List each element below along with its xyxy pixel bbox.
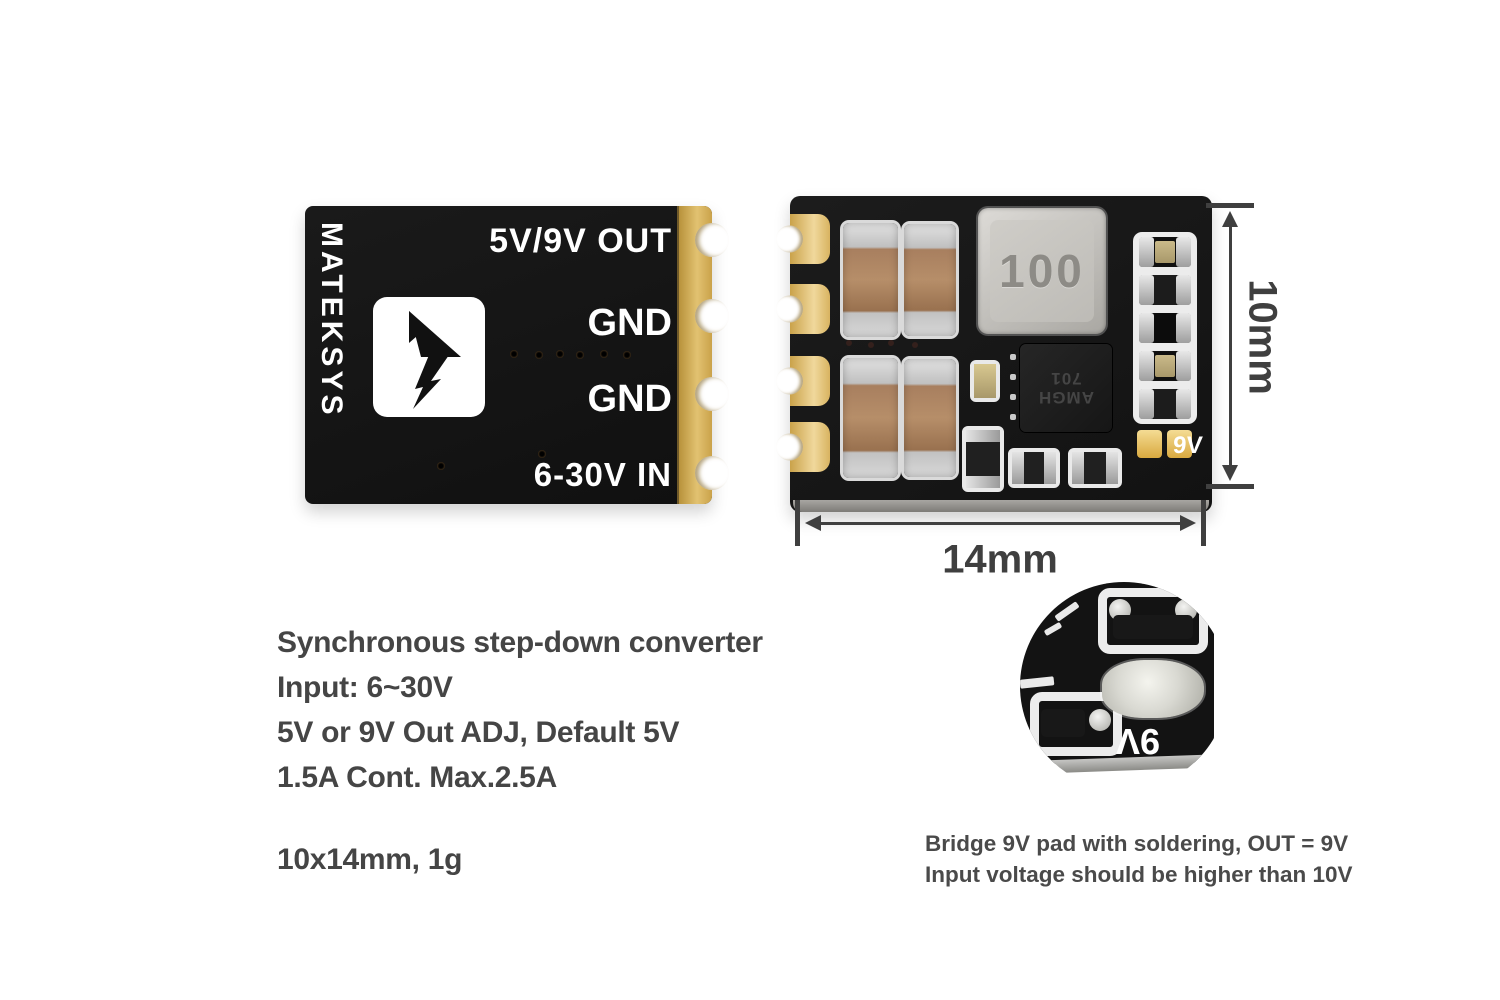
smd-component bbox=[1008, 448, 1060, 488]
smd-component bbox=[1139, 313, 1191, 343]
spec-block: Synchronous step-down converter Input: 6… bbox=[277, 620, 763, 882]
spec-line-input: Input: 6~30V bbox=[277, 671, 453, 704]
dim-arrow-line bbox=[812, 522, 1189, 525]
caption-line-1: Bridge 9V pad with soldering, OUT = 9V bbox=[925, 831, 1349, 856]
via-dot bbox=[623, 351, 631, 359]
solder-blob bbox=[1089, 709, 1111, 731]
pcb-front-view: 100 AMGH 701 9V bbox=[776, 196, 1212, 512]
via-dot bbox=[556, 350, 564, 358]
inset-silkscreen-frame bbox=[1098, 588, 1208, 654]
pad-hole bbox=[776, 225, 803, 253]
dim-tick bbox=[795, 500, 800, 546]
inset-silkscreen-frame bbox=[1030, 692, 1122, 756]
dim-tick bbox=[1201, 500, 1206, 546]
dim-width-label: 14mm bbox=[942, 537, 1058, 582]
label-gnd-1: GND bbox=[587, 302, 672, 344]
bridged-solder-blob bbox=[1102, 660, 1204, 718]
dim-arrow-line bbox=[1229, 218, 1232, 474]
capacitor bbox=[904, 224, 956, 336]
via-dot bbox=[912, 342, 918, 348]
ic-pin bbox=[1010, 414, 1016, 420]
inductor: 100 bbox=[978, 208, 1106, 334]
smd-component bbox=[1139, 389, 1191, 419]
pcb-back-view: MATEKSYS 5V/9V OUT GND GND 6-30V IN bbox=[305, 206, 729, 504]
label-5v9v-out: 5V/9V OUT bbox=[489, 222, 672, 260]
castellated-pad bbox=[776, 356, 830, 406]
gold-jumper-pad-9v bbox=[1137, 430, 1162, 458]
capacitor bbox=[843, 358, 898, 478]
capacitor bbox=[904, 359, 956, 477]
label-gnd-2: GND bbox=[587, 378, 672, 420]
gold-jumper-pad-9v bbox=[1167, 430, 1192, 458]
ic-pin bbox=[1010, 354, 1016, 360]
capacitor bbox=[843, 223, 898, 337]
arrowhead-down bbox=[1222, 465, 1238, 481]
arrowhead-right bbox=[1180, 515, 1196, 531]
pad-hole bbox=[776, 367, 803, 395]
zoom-inset: 9V bbox=[1020, 582, 1228, 790]
inductor-marking: 100 bbox=[999, 245, 1085, 297]
label-6-30v-in: 6-30V IN bbox=[533, 456, 672, 493]
via-dot bbox=[868, 342, 874, 348]
via-dot bbox=[510, 350, 518, 358]
arrowhead-up bbox=[1222, 211, 1238, 227]
pad-hole bbox=[776, 295, 803, 323]
arrowhead-left bbox=[805, 515, 821, 531]
via-dot bbox=[600, 350, 608, 358]
ic-pin bbox=[1010, 374, 1016, 380]
via-dot bbox=[538, 450, 546, 458]
spec-line-current: 1.5A Cont. Max.2.5A bbox=[277, 761, 557, 794]
inductor-face: 100 bbox=[990, 220, 1094, 322]
ic-pin bbox=[1010, 394, 1016, 400]
smd-component bbox=[1139, 237, 1191, 267]
castellated-pad bbox=[776, 284, 830, 334]
mateksys-logo-icon bbox=[373, 297, 485, 417]
ic-marking-line2: 701 bbox=[1050, 369, 1082, 388]
castellated-pad bbox=[776, 214, 830, 264]
brand-text: MATEKSYS bbox=[315, 222, 348, 419]
castellation-notch bbox=[695, 299, 729, 333]
smd-component bbox=[962, 426, 1004, 492]
via-dot bbox=[437, 462, 445, 470]
smd-component bbox=[1139, 351, 1191, 381]
spec-line-title: Synchronous step-down converter bbox=[277, 626, 763, 659]
ic-marking-line1: AMGH bbox=[1038, 388, 1094, 407]
castellation-notch bbox=[695, 377, 729, 411]
label-9v: 9V bbox=[1171, 432, 1203, 459]
spec-line-output: 5V or 9V Out ADJ, Default 5V bbox=[277, 716, 680, 749]
dim-tick bbox=[1206, 203, 1254, 208]
via-dot bbox=[535, 351, 543, 359]
caption-line-2: Input voltage should be higher than 10V bbox=[925, 862, 1353, 887]
castellation-notch bbox=[695, 456, 729, 490]
smd-component bbox=[970, 360, 1000, 402]
smd-component bbox=[1139, 275, 1191, 305]
castellated-gold-strip bbox=[677, 206, 729, 504]
inset-component bbox=[1041, 709, 1085, 737]
via-dot bbox=[888, 340, 894, 346]
pcb-edge bbox=[793, 500, 1209, 512]
inset-9v-label: 9V bbox=[1116, 721, 1161, 762]
caption-block: Bridge 9V pad with soldering, OUT = 9V I… bbox=[925, 828, 1353, 890]
dim-tick bbox=[1206, 484, 1254, 489]
via-dot bbox=[576, 351, 584, 359]
via-dot bbox=[846, 340, 852, 346]
inset-component bbox=[1113, 615, 1193, 639]
ic-chip: AMGH 701 bbox=[1020, 344, 1112, 432]
spec-line-size: 10x14mm, 1g bbox=[277, 843, 463, 876]
resistor-column bbox=[1133, 232, 1197, 424]
smd-component bbox=[1068, 448, 1122, 488]
castellation-notch bbox=[695, 223, 729, 257]
pad-hole bbox=[776, 433, 803, 461]
dim-height-label: 10mm bbox=[1240, 279, 1285, 395]
castellated-pad bbox=[776, 422, 830, 472]
